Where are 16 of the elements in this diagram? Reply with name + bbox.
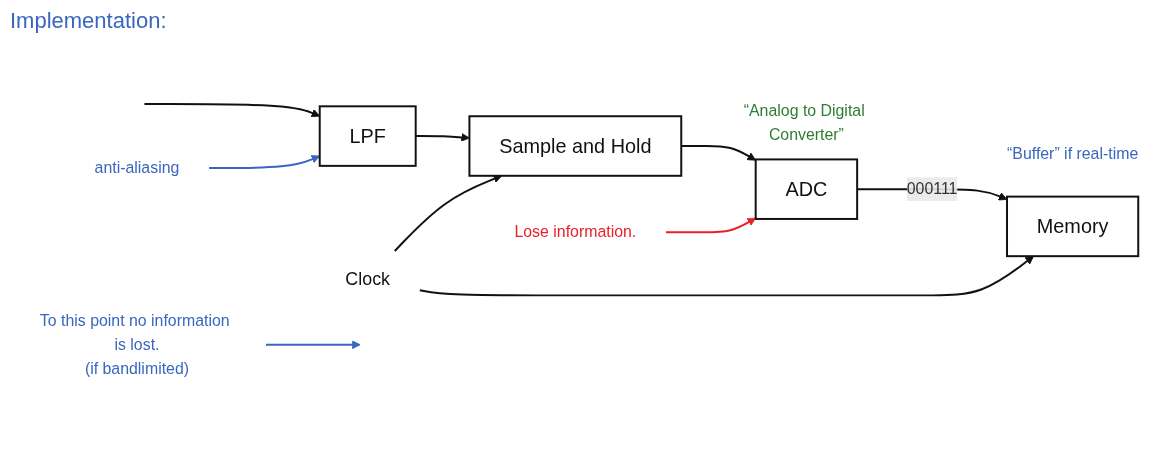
node-box: Sample and Hold (468, 115, 683, 177)
arrow (265, 340, 361, 350)
node-text: Clock (345, 268, 391, 289)
arrow (393, 174, 503, 252)
heading: Implementation: (10, 8, 167, 34)
node-box: Memory (1006, 195, 1140, 258)
node-text: anti-aliasing (94, 159, 180, 177)
node-box: LPF (318, 105, 417, 167)
arrow (418, 255, 1034, 297)
arrow (665, 217, 757, 234)
node-text: To this point no information is lost. (if bandlimited) (39, 312, 230, 377)
node-box: ADC (754, 158, 859, 220)
edge-label: 000111 (906, 180, 958, 198)
node-label: “Buffer” if real-time (1007, 145, 1139, 162)
node-label: “Analog to Digital Converter” (743, 101, 865, 143)
node-text: Lose information. (514, 223, 637, 241)
